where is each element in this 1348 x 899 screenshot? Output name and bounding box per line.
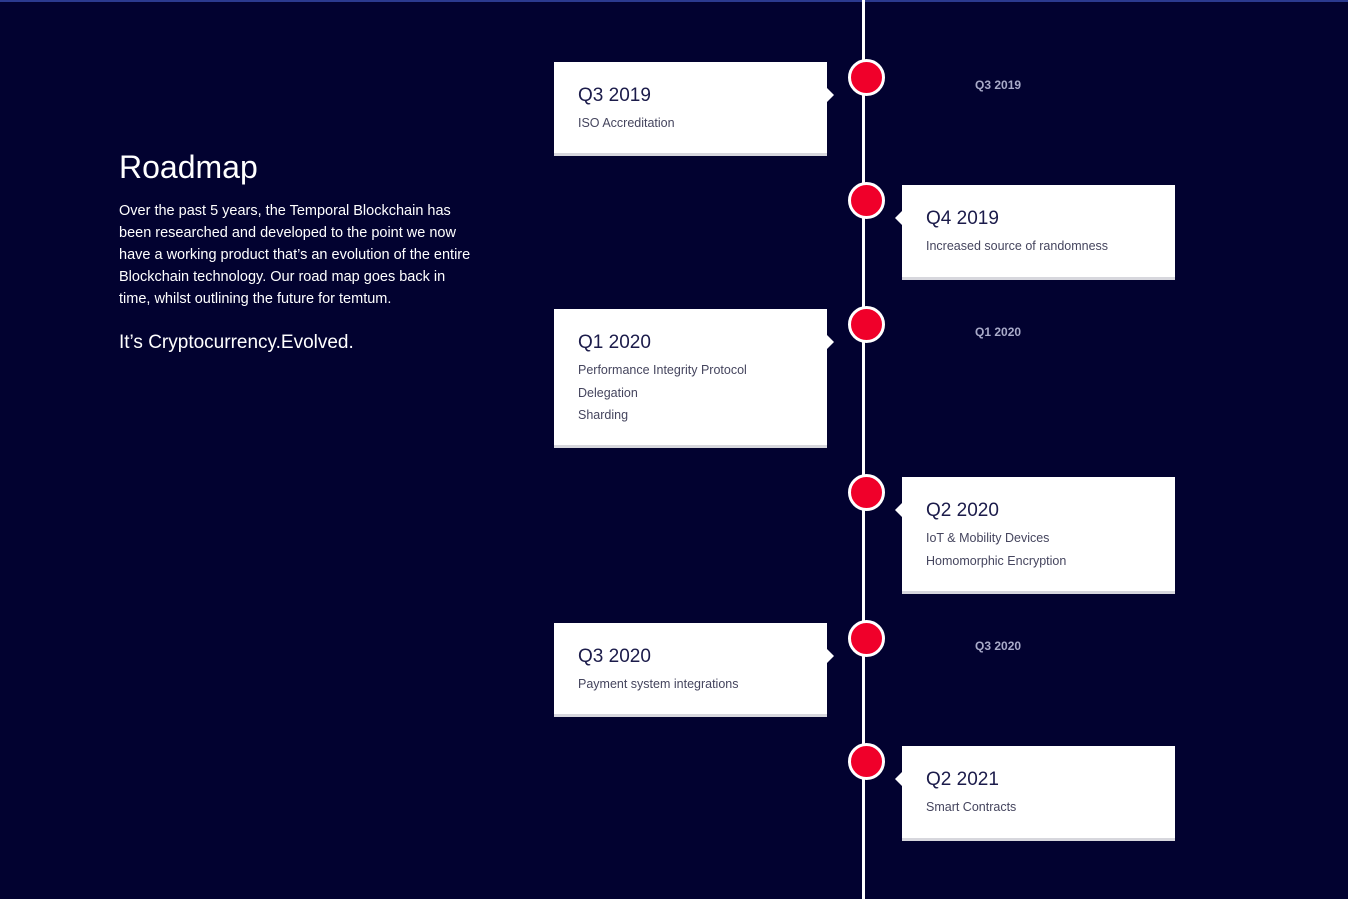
milestone-card-q4-2019: Q4 2019 Increased source of randomness [895,185,1175,280]
milestone-title: Q3 2020 [578,646,651,667]
milestone-item: Performance Integrity Protocol [578,363,747,377]
milestone-side-label: Q3 2020 [975,639,1022,653]
timeline-dot [848,474,885,511]
milestone-item: Increased source of randomness [926,239,1109,253]
timeline-dot [848,182,885,219]
milestone-card-q1-2020: Q1 2020 Performance Integrity Protocol D… [554,309,834,448]
top-border [0,0,1348,2]
timeline-line [862,0,865,899]
milestone-card-q3-2020: Q3 2020 Payment system integrations [554,623,834,717]
milestone-card-q2-2020: Q2 2020 IoT & Mobility Devices Homomorph… [895,477,1175,594]
milestone-side-label: Q3 2019 [975,78,1022,92]
tagline: It’s Cryptocurrency.Evolved. [119,332,354,353]
milestone-side-label: Q1 2020 [975,325,1022,339]
milestone-title: Q2 2020 [926,500,999,521]
timeline-dot [848,306,885,343]
milestone-item: Payment system integrations [578,677,739,691]
milestone-item: Homomorphic Encryption [926,553,1067,568]
roadmap-intro: Roadmap Over the past 5 years, the Tempo… [119,148,479,356]
milestone-item: IoT & Mobility Devices [926,531,1050,545]
milestone-title: Q2 2021 [926,769,999,790]
page-title: Roadmap [119,149,258,185]
milestone-item: ISO Accreditation [578,116,675,130]
timeline-dot [848,620,885,657]
milestone-item: Smart Contracts [926,800,1017,814]
timeline-dot [848,743,885,780]
milestone-title: Q1 2020 [578,332,651,353]
timeline-dot [848,59,885,96]
milestone-item: Delegation [578,385,638,400]
milestone-item: Sharding [578,408,629,422]
milestone-title: Q3 2019 [578,85,651,106]
roadmap-description: Over the past 5 years, the Temporal Bloc… [119,203,471,307]
milestone-card-q3-2019: Q3 2019 ISO Accreditation [554,62,834,156]
milestone-card-q2-2021: Q2 2021 Smart Contracts [895,746,1175,841]
milestone-title: Q4 2019 [926,208,999,229]
